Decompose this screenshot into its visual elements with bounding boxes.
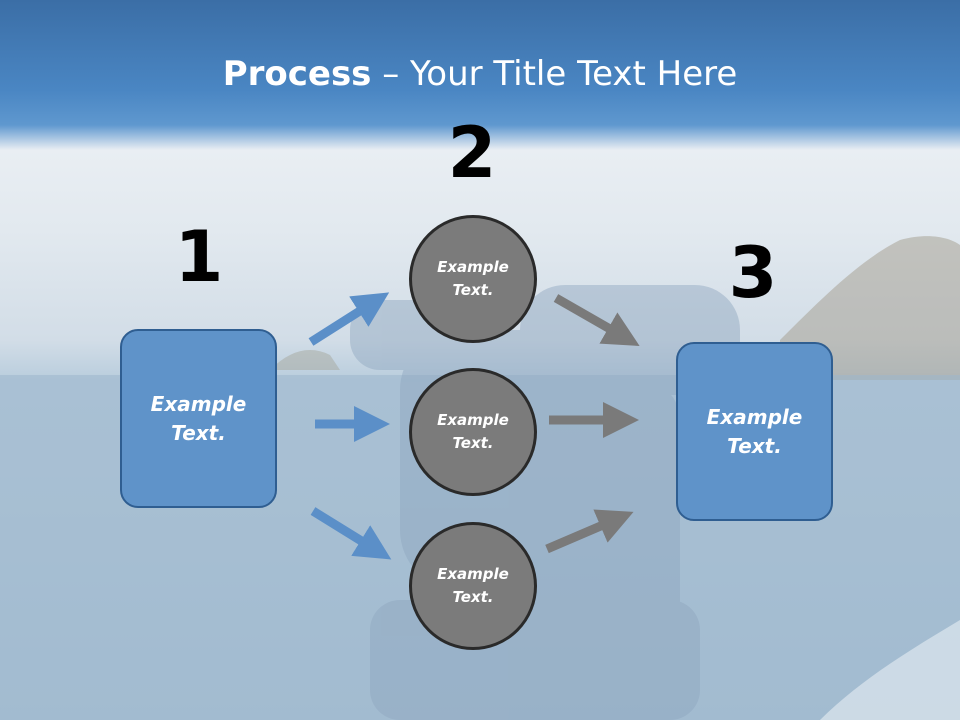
title-bold: Process — [222, 54, 372, 94]
circle-top-text: Example Text. — [437, 258, 509, 299]
step-3-box: Example Text. — [676, 342, 833, 521]
arrow-gray-up — [545, 509, 634, 554]
arrow-gray-down — [553, 294, 640, 346]
circle-middle-text: Example Text. — [437, 411, 509, 452]
step-3-text: Example Text. — [706, 404, 803, 458]
slide-title: Process – Your Title Text Here — [0, 52, 960, 96]
step-2-circle-bottom: Example Text. — [409, 522, 537, 650]
step-number-2: 2 — [447, 112, 497, 194]
title-rest: – Your Title Text Here — [371, 54, 738, 94]
step-number-3: 3 — [728, 232, 778, 314]
arrow-blue-up — [308, 292, 390, 346]
step-2-circle-top: Example Text. — [409, 215, 537, 343]
circle-bottom-text: Example Text. — [437, 565, 509, 606]
step-number-1: 1 — [174, 216, 224, 298]
step-1-text: Example Text. — [150, 391, 247, 445]
step-2-circle-middle: Example Text. — [409, 368, 537, 496]
step-1-box: Example Text. — [120, 329, 277, 508]
arrow-blue-down — [310, 507, 392, 560]
